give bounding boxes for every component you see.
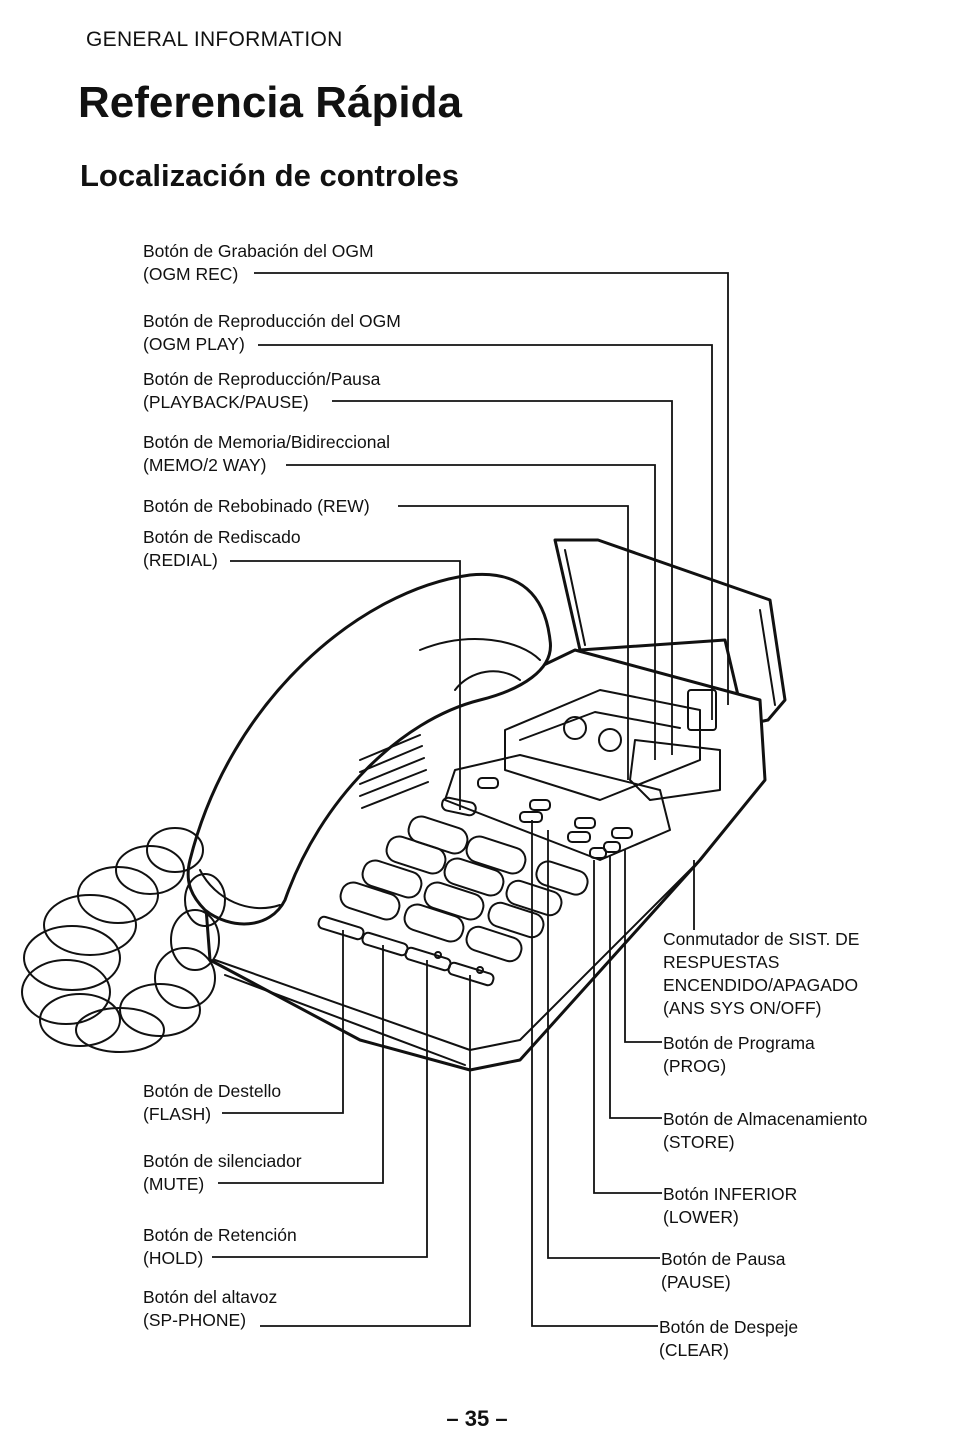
callout-ans-sys: Conmutador de SIST. DE RESPUESTAS ENCEND… bbox=[663, 928, 859, 1020]
callout-store-name: Botón de Almacenamiento bbox=[663, 1109, 868, 1129]
callout-mute-name: Botón de silenciador bbox=[143, 1151, 302, 1171]
callout-clear-name: Botón de Despeje bbox=[659, 1317, 799, 1337]
callout-prog-name: Botón de Programa bbox=[663, 1033, 815, 1053]
callout-memo-2way: Botón de Memoria/Bidireccional (MEMO/2 W… bbox=[143, 431, 390, 477]
leader-sp-phone bbox=[260, 975, 471, 1327]
leader-prog bbox=[624, 850, 662, 1043]
callout-pause: Botón de Pausa (PAUSE) bbox=[661, 1248, 786, 1294]
callout-hold-name: Botón de Retención bbox=[143, 1225, 297, 1245]
page-subtitle: Localización de controles bbox=[80, 158, 459, 193]
callout-ogm-rec-name: Botón de Grabación del OGM bbox=[143, 241, 374, 261]
callout-ogm-play: Botón de Reproducción del OGM (OGM PLAY) bbox=[143, 310, 401, 356]
callout-rew-name: Botón de Rebobinado (REW) bbox=[143, 496, 370, 516]
callout-sp-phone: Botón del altavoz (SP-PHONE) bbox=[143, 1286, 277, 1332]
leader-pause bbox=[547, 830, 660, 1259]
section-label: GENERAL INFORMATION bbox=[86, 28, 343, 51]
callout-sp-phone-code: (SP-PHONE) bbox=[143, 1310, 247, 1330]
callout-prog-code: (PROG) bbox=[663, 1056, 727, 1076]
callout-flash-code: (FLASH) bbox=[143, 1104, 212, 1124]
leader-playback-pause bbox=[332, 400, 673, 755]
callout-ogm-rec-code: (OGM REC) bbox=[143, 264, 239, 284]
callout-rew: Botón de Rebobinado (REW) bbox=[143, 495, 370, 518]
callout-ans-sys-code: (ANS SYS ON/OFF) bbox=[663, 998, 822, 1018]
leader-ogm-play bbox=[258, 344, 713, 720]
callout-flash-name: Botón de Destello bbox=[143, 1081, 282, 1101]
callout-playback-pause-name: Botón de Reproducción/Pausa bbox=[143, 369, 381, 389]
callout-ogm-play-code: (OGM PLAY) bbox=[143, 334, 245, 354]
callout-store: Botón de Almacenamiento (STORE) bbox=[663, 1108, 867, 1154]
leader-lower bbox=[593, 860, 662, 1194]
callout-redial: Botón de Rediscado (REDIAL) bbox=[143, 526, 301, 572]
callout-lower-name: Botón INFERIOR bbox=[663, 1184, 798, 1204]
callout-lower: Botón INFERIOR (LOWER) bbox=[663, 1183, 797, 1229]
callout-ans-sys-line3: ENCENDIDO/APAGADO bbox=[663, 975, 859, 995]
callout-lower-code: (LOWER) bbox=[663, 1207, 739, 1227]
leader-rew bbox=[398, 505, 629, 780]
leader-clear bbox=[531, 820, 658, 1327]
leader-flash bbox=[222, 930, 344, 1114]
callout-memo-2way-name: Botón de Memoria/Bidireccional bbox=[143, 432, 391, 452]
callout-ans-sys-line2: RESPUESTAS bbox=[663, 952, 780, 972]
page-title: Referencia Rápida bbox=[78, 78, 462, 127]
callout-mute-code: (MUTE) bbox=[143, 1174, 205, 1194]
leader-hold bbox=[212, 960, 428, 1258]
leader-ogm-rec bbox=[254, 272, 729, 705]
callout-playback-pause: Botón de Reproducción/Pausa (PLAYBACK/PA… bbox=[143, 368, 380, 414]
callout-clear: Botón de Despeje (CLEAR) bbox=[659, 1316, 798, 1362]
callout-pause-code: (PAUSE) bbox=[661, 1272, 731, 1292]
leader-memo-2way bbox=[286, 464, 656, 760]
callout-mute: Botón de silenciador (MUTE) bbox=[143, 1150, 302, 1196]
callout-ogm-play-name: Botón de Reproducción del OGM bbox=[143, 311, 401, 331]
callout-redial-code: (REDIAL) bbox=[143, 550, 218, 570]
callout-hold-code: (HOLD) bbox=[143, 1248, 204, 1268]
leader-store bbox=[609, 855, 662, 1119]
leader-redial bbox=[230, 560, 461, 810]
callout-pause-name: Botón de Pausa bbox=[661, 1249, 786, 1269]
callout-memo-2way-code: (MEMO/2 WAY) bbox=[143, 455, 267, 475]
page-number: – 35 – bbox=[446, 1406, 508, 1431]
callout-redial-name: Botón de Rediscado bbox=[143, 527, 301, 547]
callout-hold: Botón de Retención (HOLD) bbox=[143, 1224, 297, 1270]
callout-playback-pause-code: (PLAYBACK/PAUSE) bbox=[143, 392, 309, 412]
callout-store-code: (STORE) bbox=[663, 1132, 735, 1152]
callout-clear-code: (CLEAR) bbox=[659, 1340, 730, 1360]
leader-mute bbox=[218, 945, 384, 1184]
callout-ogm-rec: Botón de Grabación del OGM (OGM REC) bbox=[143, 240, 374, 286]
callout-ans-sys-line1: Conmutador de SIST. DE bbox=[663, 929, 860, 949]
callout-flash: Botón de Destello (FLASH) bbox=[143, 1080, 281, 1126]
callout-sp-phone-name: Botón del altavoz bbox=[143, 1287, 278, 1307]
callout-prog: Botón de Programa (PROG) bbox=[663, 1032, 815, 1078]
